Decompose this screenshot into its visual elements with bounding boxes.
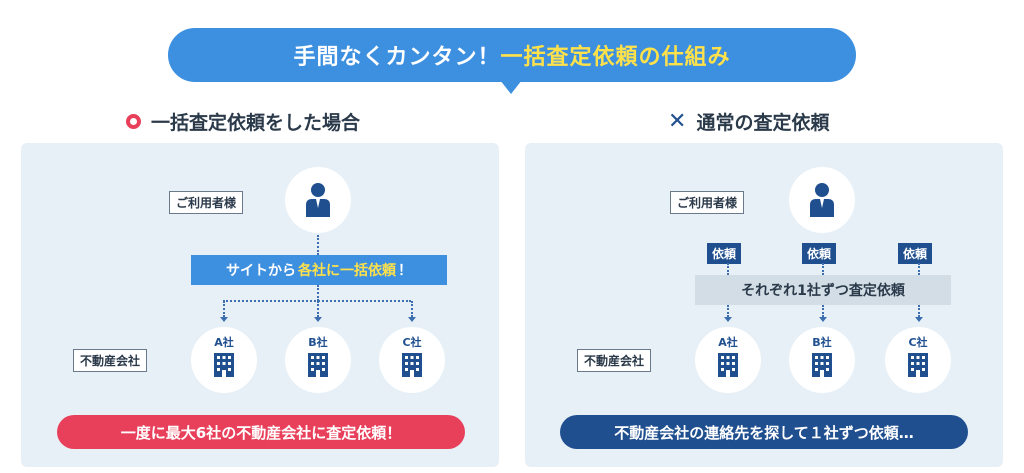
arrow-down-icon bbox=[915, 317, 923, 322]
right-user-label: ご利用者様 bbox=[670, 191, 745, 214]
left-company-b: B社 bbox=[285, 327, 351, 393]
person-icon bbox=[306, 183, 330, 217]
company-name: B社 bbox=[812, 336, 832, 349]
company-name: A社 bbox=[718, 336, 738, 349]
left-connector-a bbox=[223, 301, 225, 317]
right-summary: 不動産会社の連絡先を探して１社ずつ依頼… bbox=[560, 415, 968, 449]
request-tag-a: 依頼 bbox=[707, 243, 742, 264]
arrow-down-icon bbox=[819, 317, 827, 322]
circle-mark-icon bbox=[126, 114, 141, 129]
title-part-b: 一括査定依頼の仕組み bbox=[500, 45, 731, 70]
arrow-down-icon bbox=[408, 317, 416, 322]
left-company-c: C社 bbox=[379, 327, 445, 393]
request-tag-b: 依頼 bbox=[802, 243, 837, 264]
right-company-c: C社 bbox=[885, 327, 951, 393]
right-connector-a bbox=[727, 305, 729, 317]
right-connector-a-top bbox=[727, 263, 729, 275]
left-company-label: 不動産会社 bbox=[73, 349, 148, 372]
right-company-label: 不動産会社 bbox=[577, 349, 652, 372]
left-request-band: サイトから 各社に一括依頼 ！ bbox=[191, 255, 447, 285]
company-name: A社 bbox=[214, 336, 234, 349]
building-icon bbox=[812, 353, 832, 377]
building-icon bbox=[908, 353, 928, 377]
right-connector-b-top bbox=[822, 263, 824, 275]
right-heading: ✕ 通常の査定依頼 bbox=[668, 108, 829, 135]
left-connector-mid bbox=[317, 285, 319, 301]
arrow-down-icon bbox=[220, 317, 228, 322]
left-user-label: ご利用者様 bbox=[169, 191, 244, 214]
left-user-avatar bbox=[285, 167, 351, 233]
left-connector-c bbox=[411, 301, 413, 317]
right-connector-c bbox=[918, 305, 920, 317]
building-icon bbox=[402, 353, 422, 377]
right-connector-b bbox=[822, 305, 824, 317]
right-panel: ご利用者様 依頼 依頼 依頼 それぞれ1社ずつ査定依頼 不動産会社 A社 B社 bbox=[525, 143, 1003, 467]
title-part-a: 手間なくカンタン！ bbox=[293, 45, 501, 70]
right-user-avatar bbox=[789, 167, 855, 233]
title-pointer bbox=[500, 80, 522, 94]
person-icon bbox=[810, 183, 834, 217]
left-connector-top bbox=[317, 235, 319, 255]
company-name: C社 bbox=[402, 336, 422, 349]
right-company-b: B社 bbox=[789, 327, 855, 393]
company-name: B社 bbox=[308, 336, 328, 349]
left-heading: 一括査定依頼をした場合 bbox=[126, 108, 360, 135]
left-summary: 一度に最大6社の不動産会社に査定依頼！ bbox=[57, 415, 465, 449]
left-connector-b bbox=[317, 301, 319, 317]
right-connector-c-top bbox=[918, 263, 920, 275]
left-band-text-a: サイトから bbox=[226, 263, 296, 279]
left-company-a: A社 bbox=[191, 327, 257, 393]
left-band-text-c: ！ bbox=[398, 263, 412, 279]
arrow-down-icon bbox=[724, 317, 732, 322]
building-icon bbox=[308, 353, 328, 377]
left-heading-text: 一括査定依頼をした場合 bbox=[151, 112, 361, 134]
request-tag-c: 依頼 bbox=[898, 243, 933, 264]
building-icon bbox=[718, 353, 738, 377]
right-heading-text: 通常の査定依頼 bbox=[696, 112, 830, 134]
building-icon bbox=[214, 353, 234, 377]
cross-mark-icon: ✕ bbox=[668, 108, 687, 134]
left-band-text-b: 各社に一括依頼 bbox=[298, 263, 396, 279]
right-company-a: A社 bbox=[695, 327, 761, 393]
arrow-down-icon bbox=[314, 317, 322, 322]
page-title: 手間なくカンタン！ 一括査定依頼の仕組み bbox=[168, 28, 856, 82]
left-panel: ご利用者様 サイトから 各社に一括依頼 ！ 不動産会社 A社 B社 bbox=[21, 143, 499, 467]
right-request-band: それぞれ1社ずつ査定依頼 bbox=[695, 275, 951, 305]
company-name: C社 bbox=[908, 336, 928, 349]
